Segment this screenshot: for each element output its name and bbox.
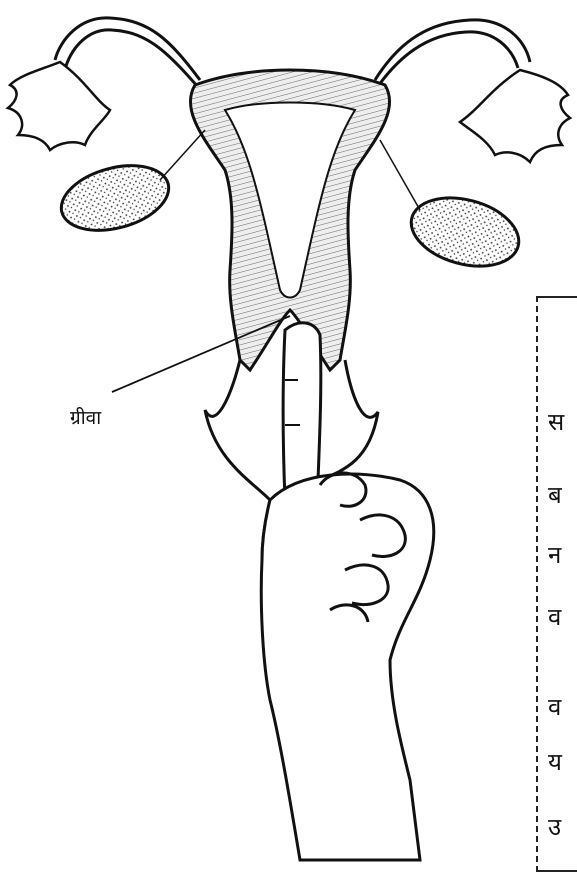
side-text-fragment: उ bbox=[548, 810, 561, 843]
fimbriae-left bbox=[8, 62, 110, 150]
side-text-box bbox=[536, 296, 577, 872]
examining-finger bbox=[283, 323, 321, 500]
fimbriae-right bbox=[460, 70, 570, 162]
ovarian-ligament-left bbox=[160, 130, 205, 180]
hand bbox=[261, 474, 433, 860]
side-text-fragment: स bbox=[548, 405, 564, 438]
ovary-right bbox=[404, 187, 527, 277]
side-text-fragment: ब bbox=[548, 478, 562, 511]
side-text-fragment: व bbox=[548, 600, 561, 633]
side-text-fragment: न bbox=[548, 538, 561, 571]
cervix-leader-line bbox=[112, 316, 290, 392]
ovary-left bbox=[54, 155, 176, 241]
cervix-label: ग्रीवा bbox=[70, 404, 101, 430]
side-text-fragment: य bbox=[548, 745, 562, 778]
side-text-fragment: व bbox=[548, 690, 561, 723]
ovarian-ligament-right bbox=[380, 140, 420, 210]
